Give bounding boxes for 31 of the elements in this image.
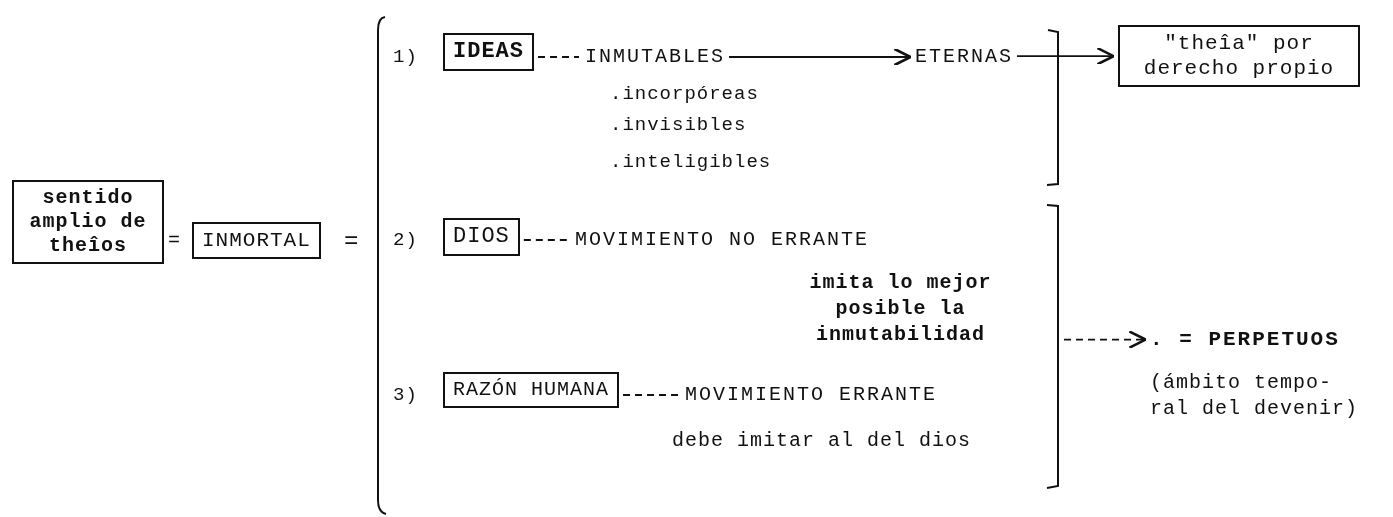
box-text: sentido amplio de theîos (29, 186, 147, 257)
concept-box (192, 222, 321, 260)
note-text: .invisibles (610, 113, 747, 138)
note-text: 1) (393, 45, 418, 70)
note-text: .incorpóreas (610, 82, 759, 107)
note-text: = (344, 227, 360, 257)
note-text: = (168, 228, 181, 254)
concept-text: MOVIMIENTO ERRANTE (685, 383, 938, 407)
concept-text: ETERNAS (915, 45, 1013, 69)
note-text: (ámbito tempo- ral del devenir) (1150, 370, 1360, 422)
box-text: IDEAS (453, 39, 524, 64)
concept-box (1118, 25, 1360, 88)
arrow (1016, 46, 1115, 66)
concept-box (443, 218, 520, 257)
box-text: DIOS (453, 224, 510, 249)
box-text: INMORTAL (202, 229, 311, 252)
concept-box (12, 180, 164, 264)
concept-text: INMUTABLES (585, 45, 726, 69)
concept-text: . = PERPETUOS (1150, 327, 1340, 353)
note-text: 3) (393, 383, 418, 408)
arrow (728, 47, 912, 67)
box-text: "theîa" por derecho propio (1143, 32, 1335, 81)
box-text: RAZÓN HUMANA (453, 378, 610, 401)
note-text: imita lo mejor posible la inmutabilidad (808, 270, 993, 348)
concept-box (443, 33, 534, 72)
note-text: 2) (393, 228, 418, 253)
arrow (1063, 330, 1147, 349)
note-text: .inteligibles (610, 150, 772, 175)
concept-text: MOVIMIENTO NO ERRANTE (575, 228, 870, 252)
note-text: debe imitar al del dios (672, 428, 972, 454)
concept-box (443, 372, 620, 408)
